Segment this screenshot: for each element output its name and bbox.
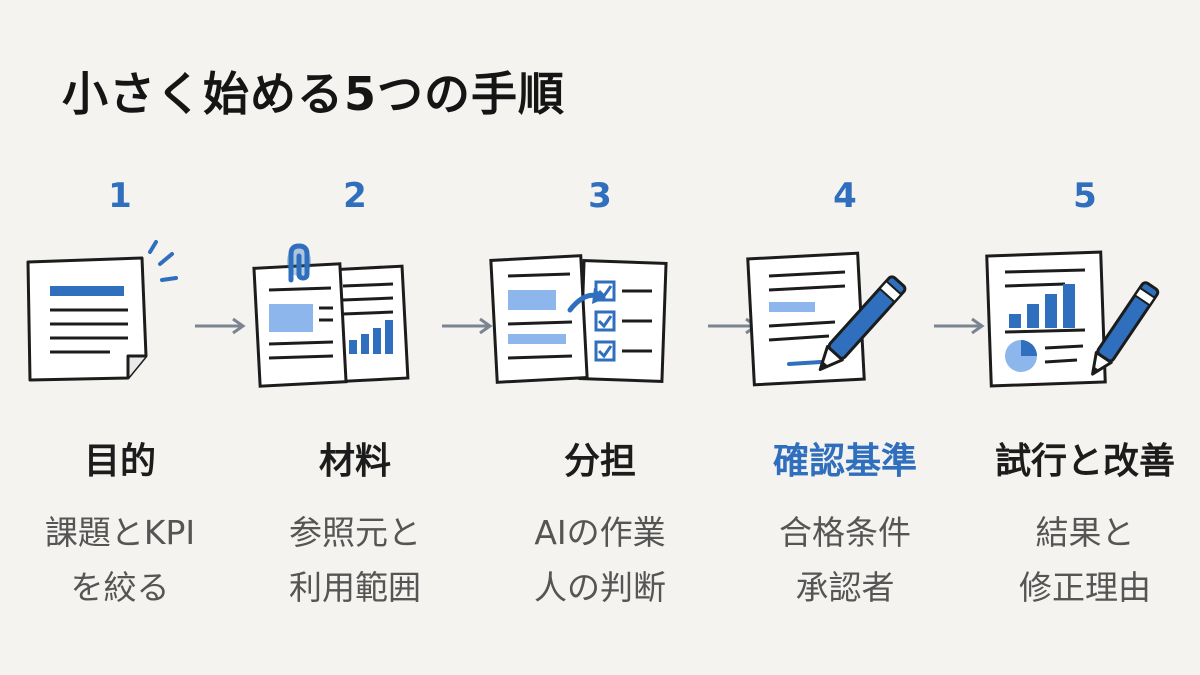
step-description: AIの作業 人の判断 <box>534 513 666 607</box>
page-title: 小さく始める5つの手順 <box>62 67 566 121</box>
step-description: 課題とKPI を絞る <box>44 513 196 607</box>
step-label: 目的 <box>83 441 156 482</box>
arrow-right-icon <box>195 317 246 335</box>
step-description: 参照元と 利用範囲 <box>289 513 421 607</box>
document-to-checklist-icon <box>480 240 680 394</box>
step-description: 合格条件 承認者 <box>779 513 911 607</box>
arrow-right-icon <box>442 317 493 335</box>
step-number: 5 <box>1073 176 1097 216</box>
step-description: 結果と 修正理由 <box>1019 513 1151 607</box>
clipped-documents-icon <box>235 240 415 394</box>
document-highlight-icon <box>0 240 180 394</box>
step-label: 材料 <box>318 441 391 482</box>
report-chart-pen-icon <box>965 240 1165 394</box>
step-label: 試行と改善 <box>994 441 1175 482</box>
document-pen-icon <box>725 240 915 394</box>
step-number: 4 <box>833 176 857 216</box>
step-number: 1 <box>108 176 132 216</box>
arrow-right-icon <box>934 317 985 335</box>
step-label: 確認基準 <box>772 441 917 482</box>
step-label: 分担 <box>563 441 636 482</box>
step-number: 2 <box>343 176 367 216</box>
step-number: 3 <box>588 176 612 216</box>
